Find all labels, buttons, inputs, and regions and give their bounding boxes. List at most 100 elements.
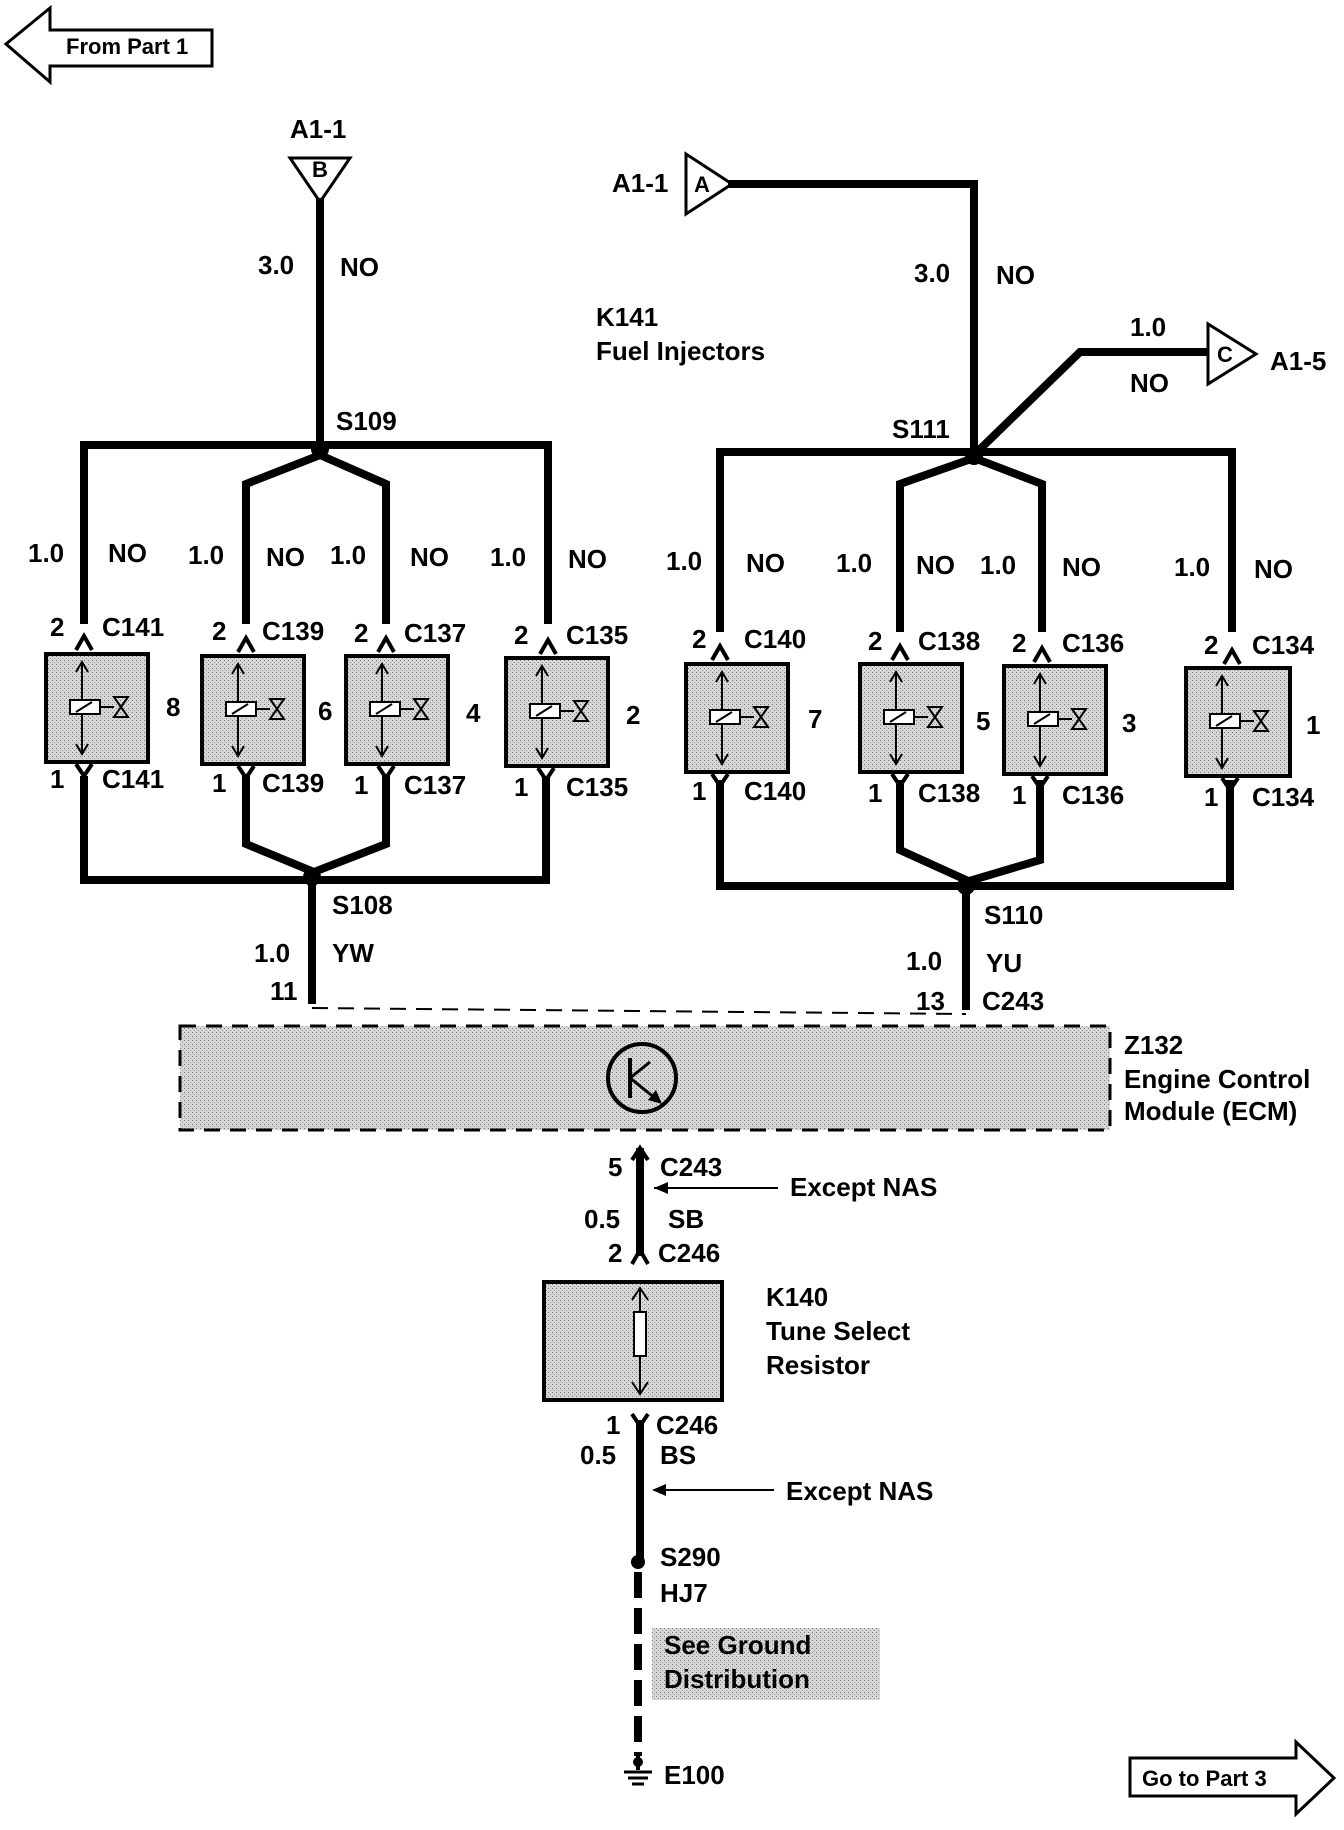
injector-cylinder-1: 1.0 NO 2 C134 1 1 C134 xyxy=(1174,552,1320,812)
s110-inner-left xyxy=(896,780,972,886)
injector-box xyxy=(1184,666,1292,778)
injector-connector-bottom: C137 xyxy=(404,770,466,800)
ground-ref: E100 xyxy=(664,1760,725,1790)
wire-sb-size: 0.5 xyxy=(584,1204,620,1234)
splice-s111-dot xyxy=(965,447,983,465)
injector-cylinder-2: 1.0 NO 2 C135 2 1 C135 xyxy=(490,542,640,802)
pin-top-icon xyxy=(538,635,558,655)
injector-wire-color: NO xyxy=(916,550,955,580)
wire-a-size: 3.0 xyxy=(914,258,950,288)
injector-pin-bottom: 1 xyxy=(50,764,64,794)
injector-cylinder-number: 4 xyxy=(466,698,481,728)
injector-connector-top: C136 xyxy=(1062,628,1124,658)
connector-b-triangle xyxy=(287,156,353,205)
transistor-icon xyxy=(606,1042,678,1114)
splice-s290-label: S290 xyxy=(660,1542,721,1572)
pin-top-icon xyxy=(376,633,396,653)
pin-top-icon xyxy=(710,641,730,661)
injector-wire-size: 1.0 xyxy=(666,546,702,576)
injector-connector-top: C137 xyxy=(404,618,466,648)
resistor-icon xyxy=(631,1286,649,1396)
injector-cylinder-number: 1 xyxy=(1306,710,1320,740)
k141-name: Fuel Injectors xyxy=(596,336,765,366)
s111-outer-bus xyxy=(716,448,1236,632)
s111-inner-left xyxy=(896,452,980,632)
ecm-pin-11: 11 xyxy=(270,976,298,1006)
connector-c-id: A1-5 xyxy=(1270,346,1326,376)
connector-b-id: A1-1 xyxy=(290,114,346,144)
resistor-pin-top-icon xyxy=(630,1245,650,1265)
injector-cylinder-number: 8 xyxy=(166,692,180,722)
resistor-pin-top: 2 xyxy=(608,1238,622,1268)
ground-note-line2: Distribution xyxy=(664,1664,810,1694)
injector-pin-bottom: 1 xyxy=(514,772,528,802)
k141-ref: K141 xyxy=(596,302,658,332)
injector-wire-color: NO xyxy=(410,542,449,572)
wire-s110-color: YU xyxy=(986,948,1022,978)
ecm-pin-dashed-link xyxy=(311,1007,967,1015)
ecm-pin-13: 13 xyxy=(916,986,945,1016)
splice-s290-dot xyxy=(631,1555,645,1569)
wire-c-color: NO xyxy=(1130,368,1169,398)
pin-bottom-icon xyxy=(1030,774,1050,792)
s108-inner-left xyxy=(242,776,320,878)
pin-bottom-icon xyxy=(710,772,730,790)
wire-b-color: NO xyxy=(340,252,379,282)
injector-wire-size: 1.0 xyxy=(330,540,366,570)
injector-pin-top: 2 xyxy=(1012,628,1026,658)
injector-wire-size: 1.0 xyxy=(188,540,224,570)
s110-inner-right xyxy=(961,780,1044,887)
except-nas-label-1: Except NAS xyxy=(790,1172,937,1202)
except-nas-arrow-1-icon xyxy=(654,1182,668,1194)
wire-c-size: 1.0 xyxy=(1130,312,1166,342)
ecm-name-line1: Engine Control xyxy=(1124,1064,1310,1094)
injector-pin-top: 2 xyxy=(692,624,706,654)
injector-cylinder-number: 6 xyxy=(318,696,332,726)
injector-pin-top: 2 xyxy=(514,620,528,650)
except-nas-label-2: Except NAS xyxy=(786,1476,933,1506)
injector-pin-bottom: 1 xyxy=(868,778,882,808)
splice-s109-label: S109 xyxy=(336,406,397,436)
injector-connector-bottom: C134 xyxy=(1252,782,1315,812)
wire-s108-color: YW xyxy=(332,938,374,968)
injector-connector-bottom: C141 xyxy=(102,764,164,794)
wire-sb-color: SB xyxy=(668,1204,704,1234)
injector-cylinder-number: 5 xyxy=(976,706,990,736)
injector-pin-bottom: 1 xyxy=(1012,780,1026,810)
pin-top-icon xyxy=(1032,643,1052,663)
injector-wire-size: 1.0 xyxy=(28,538,64,568)
injector-connector-top: C141 xyxy=(102,612,164,642)
injector-wire-color: NO xyxy=(108,538,147,568)
ecm-connector-bottom: C243 xyxy=(660,1152,722,1182)
injector-cylinder-4: 1.0 NO 2 C137 4 1 C137 xyxy=(330,540,481,800)
splice-s111-label: S111 xyxy=(892,414,950,444)
connector-c-letter: C xyxy=(1217,342,1233,367)
wire-b-size: 3.0 xyxy=(258,250,294,280)
injector-cylinder-8: 1.0 NO 2 C141 8 1 C141 xyxy=(28,538,180,794)
ecm-ref: Z132 xyxy=(1124,1030,1183,1060)
wire-s108-size: 1.0 xyxy=(254,938,290,968)
pin-bottom-icon xyxy=(1220,776,1240,794)
injector-cylinder-5: 1.0 NO 2 C138 5 1 C138 xyxy=(836,548,990,808)
go-to-part-3-arrow[interactable]: Go to Part 3 xyxy=(1128,1738,1337,1818)
injector-cylinder-number: 7 xyxy=(808,704,822,734)
from-part-1-arrow[interactable]: From Part 1 xyxy=(3,4,214,86)
s111-inner-right xyxy=(968,452,1046,632)
ecm-connector-top: C243 xyxy=(982,986,1044,1016)
wire-a-feed xyxy=(728,180,978,459)
s109-inner-left xyxy=(242,449,326,624)
wire-s110-size: 1.0 xyxy=(906,946,942,976)
splice-s109-dot xyxy=(311,440,329,458)
wire-bs-size: 0.5 xyxy=(580,1440,616,1470)
pin-bottom-icon xyxy=(74,762,94,780)
injector-wire-color: NO xyxy=(746,548,785,578)
injector-cylinder-3: 1.0 NO 2 C136 3 1 C136 xyxy=(980,550,1136,810)
resistor-ref: K140 xyxy=(766,1282,828,1312)
injector-wire-color: NO xyxy=(1254,554,1293,584)
pin-top-icon xyxy=(74,631,94,651)
except-nas-arrow-2-icon xyxy=(652,1484,666,1496)
s109-outer-bus xyxy=(80,441,552,624)
wire-a-color: NO xyxy=(996,260,1035,290)
pin-bottom-icon xyxy=(536,766,556,784)
